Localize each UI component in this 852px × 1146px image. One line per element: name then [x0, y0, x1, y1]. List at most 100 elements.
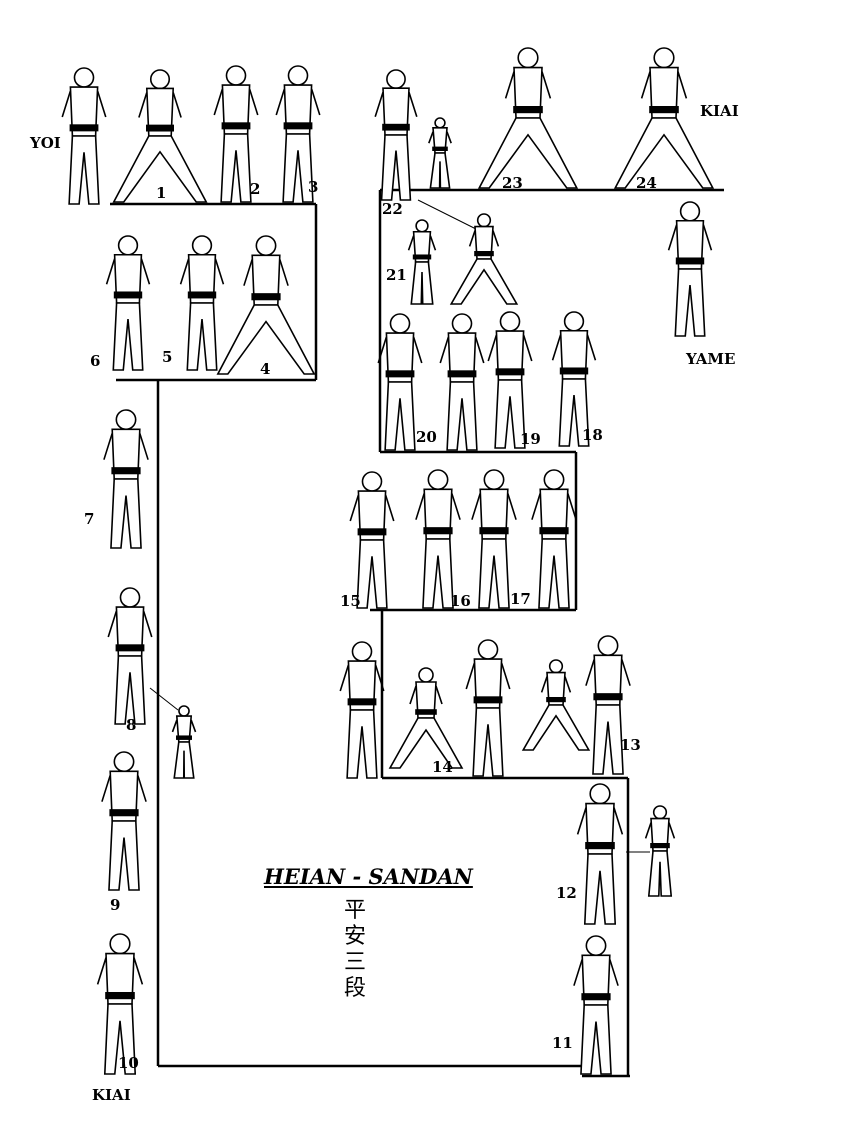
- step-number: 20: [416, 428, 437, 446]
- karateka-figure: [644, 805, 676, 897]
- kata-title: HEIAN - SANDAN: [264, 864, 473, 889]
- karateka-figure: [374, 69, 418, 201]
- figure-gi-pants: [410, 261, 434, 305]
- figure-head: [191, 235, 213, 256]
- figure-gi-pants: [356, 539, 388, 609]
- figure-arms: [585, 659, 631, 686]
- karateka-figure: [103, 409, 149, 549]
- figure-head: [149, 69, 171, 90]
- figure-black-belt: [382, 123, 410, 131]
- figure-black-belt: [176, 735, 193, 740]
- figure-arms: [96, 957, 144, 985]
- karateka-figure: [407, 219, 437, 305]
- figure-black-belt: [221, 122, 251, 130]
- figure-arms: [105, 258, 151, 285]
- figure-gi-pants: [346, 709, 378, 779]
- figure-head: [389, 313, 411, 334]
- karateka-figure: [439, 313, 485, 451]
- figure-arms: [374, 91, 418, 118]
- figure-black-belt: [581, 993, 611, 1001]
- figure-black-belt: [105, 991, 135, 1000]
- figure-head: [386, 69, 406, 90]
- figure-head: [109, 933, 131, 955]
- figure-black-belt: [111, 467, 141, 475]
- figure-gi-pants: [477, 117, 579, 189]
- step-number: 7: [84, 510, 95, 528]
- step-number: 22: [382, 200, 403, 218]
- figure-arms: [487, 334, 533, 362]
- karateka-figure: [415, 469, 461, 609]
- karateka-figure: [449, 213, 519, 305]
- step-number: 4: [260, 360, 271, 378]
- figure-gi-pants: [472, 707, 504, 777]
- karateka-figure: [465, 639, 511, 777]
- figure-black-belt: [539, 527, 569, 535]
- figure-head: [178, 705, 190, 717]
- step-number: 21: [386, 266, 407, 284]
- figure-gi-pants: [494, 379, 526, 449]
- figure-gi-pants: [216, 304, 316, 375]
- karateka-figure: [576, 783, 624, 925]
- karateka-figure: [521, 659, 591, 751]
- figure-head: [73, 67, 95, 88]
- figure-arms: [551, 334, 597, 361]
- figure-black-belt: [385, 370, 415, 378]
- karateka-figure: [388, 667, 464, 769]
- figure-gi-pants: [580, 1004, 612, 1075]
- figure-gi-pants: [592, 704, 624, 775]
- step-number: 16: [450, 592, 471, 610]
- figure-gi-pants: [384, 381, 416, 451]
- figure-gi-pants: [108, 820, 140, 891]
- figure-head: [434, 117, 446, 129]
- karateka-figure: [573, 935, 619, 1075]
- kanji-char: 平: [343, 898, 366, 923]
- step-number: 23: [502, 174, 523, 192]
- kiai-label-top: KIAI: [700, 102, 739, 120]
- karateka-figure: [477, 47, 579, 189]
- figure-gi-pants: [282, 133, 314, 203]
- figure-black-belt: [357, 528, 387, 536]
- figure-black-belt: [474, 251, 494, 257]
- figure-gi-pants: [446, 381, 478, 451]
- figure-arms: [573, 959, 619, 986]
- figure-arms: [576, 807, 624, 835]
- step-number: 5: [162, 348, 173, 366]
- figure-head: [451, 313, 473, 334]
- figure-arms: [243, 259, 289, 286]
- figure-arms: [377, 336, 423, 364]
- figure-black-belt: [593, 693, 623, 701]
- figure-arms: [171, 719, 197, 733]
- karateka-figure: [531, 469, 577, 609]
- figure-head: [483, 469, 505, 491]
- figure-head: [477, 639, 499, 660]
- figure-arms: [61, 90, 107, 118]
- step-number: 11: [552, 1034, 573, 1052]
- figure-black-belt: [347, 698, 377, 706]
- figure-black-belt: [251, 293, 281, 301]
- kanji-char: 安: [343, 924, 366, 949]
- kiai-label-bottom: KIAI: [92, 1086, 131, 1104]
- figure-head: [548, 659, 564, 674]
- karateka-figure: [667, 201, 713, 337]
- figure-gi-pants: [521, 704, 591, 751]
- karateka-figure: [585, 635, 631, 775]
- figure-arms: [465, 662, 511, 690]
- figure-black-belt: [423, 527, 453, 535]
- figure-gi-pants: [558, 378, 590, 447]
- figure-head: [543, 469, 565, 491]
- figure-black-belt: [432, 146, 448, 151]
- figure-head: [119, 587, 141, 608]
- figure-head: [563, 311, 585, 332]
- step-number: 19: [520, 430, 541, 448]
- figure-head: [113, 751, 135, 773]
- figure-head: [418, 667, 434, 683]
- figure-gi-pants: [112, 302, 144, 371]
- figure-head: [499, 311, 521, 332]
- figure-gi-pants: [613, 117, 715, 189]
- figure-arms: [101, 775, 147, 802]
- figure-gi-pants: [112, 135, 208, 203]
- karateka-figure: [551, 311, 597, 447]
- figure-gi-pants: [186, 302, 218, 371]
- karateka-figure: [179, 235, 225, 371]
- figure-arms: [540, 676, 572, 693]
